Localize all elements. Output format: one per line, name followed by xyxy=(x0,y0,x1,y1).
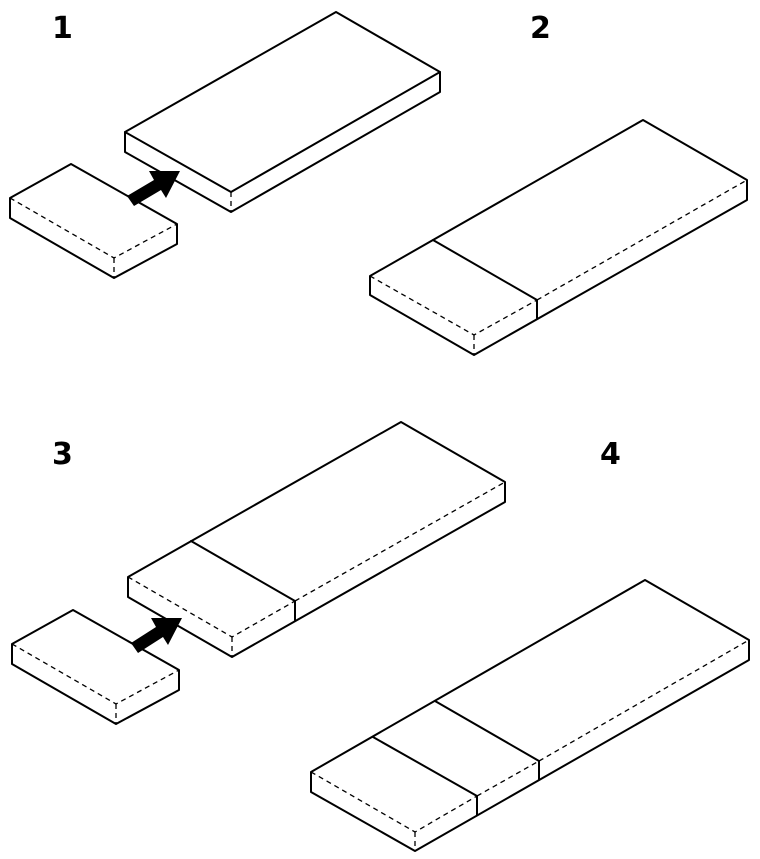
step-1: 1 xyxy=(9,11,441,279)
step-1-label: 1 xyxy=(52,11,73,46)
step-3: 3 xyxy=(11,421,506,725)
step-1-long-block xyxy=(124,11,441,213)
step-3-label: 3 xyxy=(52,437,73,472)
step-3-cap-block xyxy=(11,609,180,725)
step-2-label: 2 xyxy=(530,11,551,46)
step-2-assembled-block xyxy=(369,119,748,356)
arrow-icon xyxy=(131,618,182,653)
step-4-assembled-block xyxy=(310,579,750,852)
arrow-icon xyxy=(127,171,180,206)
step-2: 2 xyxy=(369,11,748,356)
step-3-long-block xyxy=(127,421,506,658)
step-4: 4 xyxy=(310,437,750,852)
step-1-cap-block xyxy=(9,163,178,279)
step-4-label: 4 xyxy=(600,437,621,472)
